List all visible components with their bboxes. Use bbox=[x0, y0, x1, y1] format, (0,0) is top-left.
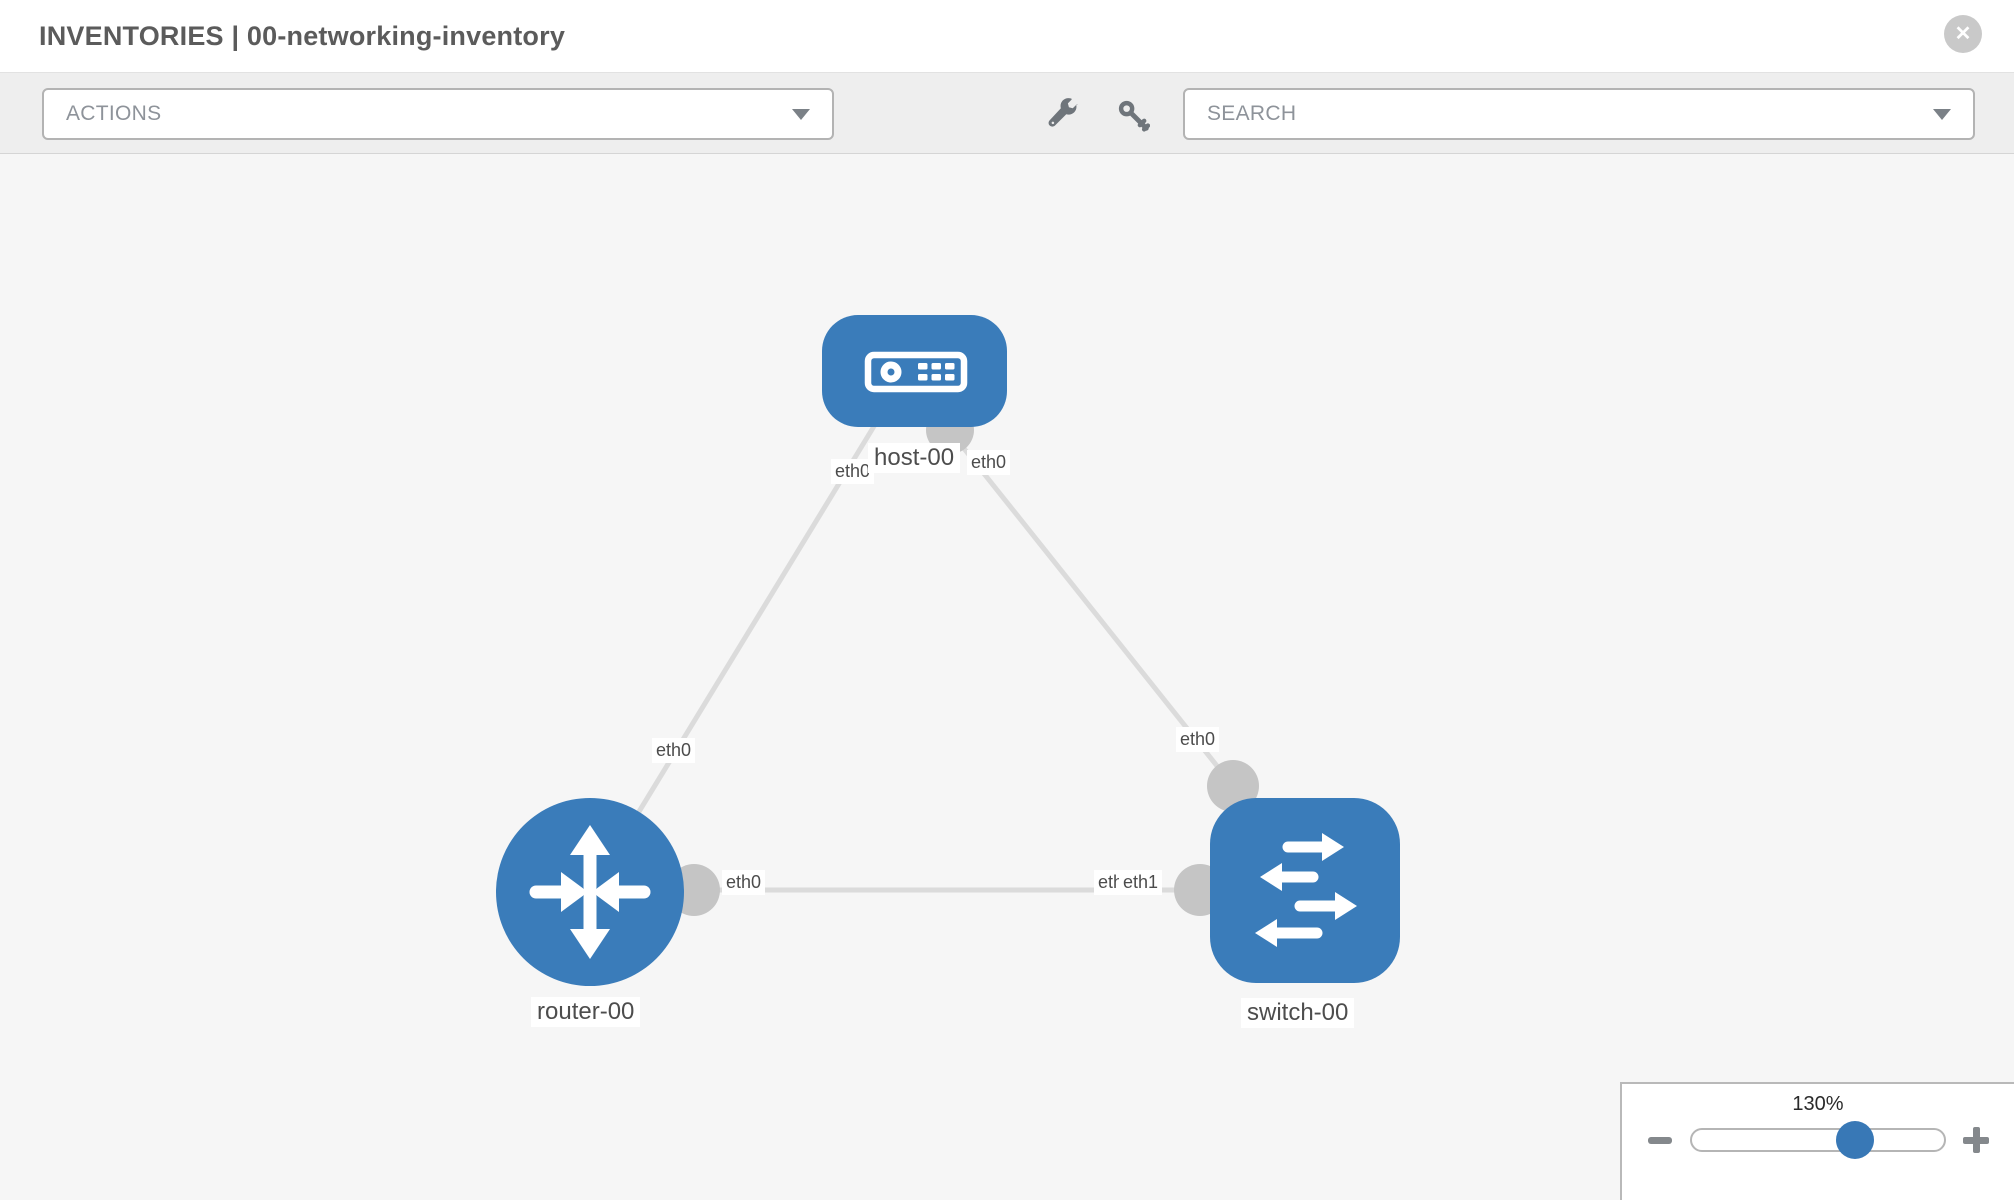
node-label-host: host-00 bbox=[868, 443, 961, 473]
links bbox=[587, 398, 1235, 894]
actions-dropdown-label: ACTIONS bbox=[66, 102, 162, 125]
zoom-slider-knob[interactable] bbox=[1835, 1121, 1874, 1159]
switch-icon bbox=[1255, 833, 1357, 947]
chevron-down-icon bbox=[792, 108, 810, 120]
zoom-control: 130% bbox=[1620, 1082, 2014, 1200]
interface-label: eth0 bbox=[831, 459, 875, 484]
topology-svg bbox=[496, 315, 1400, 986]
zoom-row bbox=[1622, 1121, 2014, 1159]
zoom-out-button[interactable] bbox=[1646, 1126, 1674, 1154]
credentials-button[interactable] bbox=[1110, 92, 1156, 138]
zoom-in-button[interactable] bbox=[1962, 1126, 1990, 1154]
node-switch[interactable] bbox=[1210, 798, 1400, 983]
configure-devices-button[interactable] bbox=[1042, 92, 1088, 138]
interface-label: eth0 bbox=[1176, 727, 1220, 752]
interface-label: eth0 bbox=[722, 870, 766, 895]
node-label-switch: switch-00 bbox=[1241, 998, 1355, 1028]
search-dropdown-label: SEARCH bbox=[1207, 102, 1297, 125]
interface-label: eth1 bbox=[1119, 870, 1163, 895]
zoom-slider-track[interactable] bbox=[1690, 1121, 1946, 1159]
close-icon: ✕ bbox=[1954, 23, 1972, 45]
chevron-down-icon bbox=[1933, 108, 1951, 120]
close-button[interactable]: ✕ bbox=[1944, 15, 1982, 53]
plus-icon bbox=[1963, 1127, 1989, 1153]
search-dropdown[interactable]: SEARCH bbox=[1183, 88, 1975, 140]
node-router[interactable] bbox=[496, 798, 684, 986]
key-icon bbox=[1118, 100, 1150, 132]
interface-label-clipped: eth1 bbox=[1094, 870, 1121, 895]
page-title: INVENTORIES | 00-networking-inventory bbox=[39, 21, 566, 51]
interface-label: eth0 bbox=[652, 738, 696, 763]
minus-icon bbox=[1648, 1136, 1672, 1144]
node-label-router: router-00 bbox=[531, 997, 641, 1027]
connectors bbox=[668, 406, 1259, 916]
header: INVENTORIES | 00-networking-inventory ✕ bbox=[0, 0, 2014, 72]
toolbar: ACTIONS SEARCH bbox=[0, 72, 2014, 154]
connector-switch-top bbox=[1207, 760, 1259, 812]
router-icon bbox=[529, 825, 651, 959]
actions-dropdown[interactable]: ACTIONS bbox=[42, 88, 834, 140]
node-host[interactable] bbox=[822, 315, 1007, 427]
host-icon bbox=[864, 351, 968, 393]
interface-label: eth0 bbox=[967, 450, 1011, 475]
link-host-switch bbox=[948, 429, 1235, 788]
wrench-icon bbox=[1048, 98, 1078, 127]
topology-canvas: eth0 eth0 eth0 eth0 eth0 eth1 eth1 host-… bbox=[0, 154, 2014, 1200]
zoom-level: 130% bbox=[1792, 1093, 1844, 1115]
